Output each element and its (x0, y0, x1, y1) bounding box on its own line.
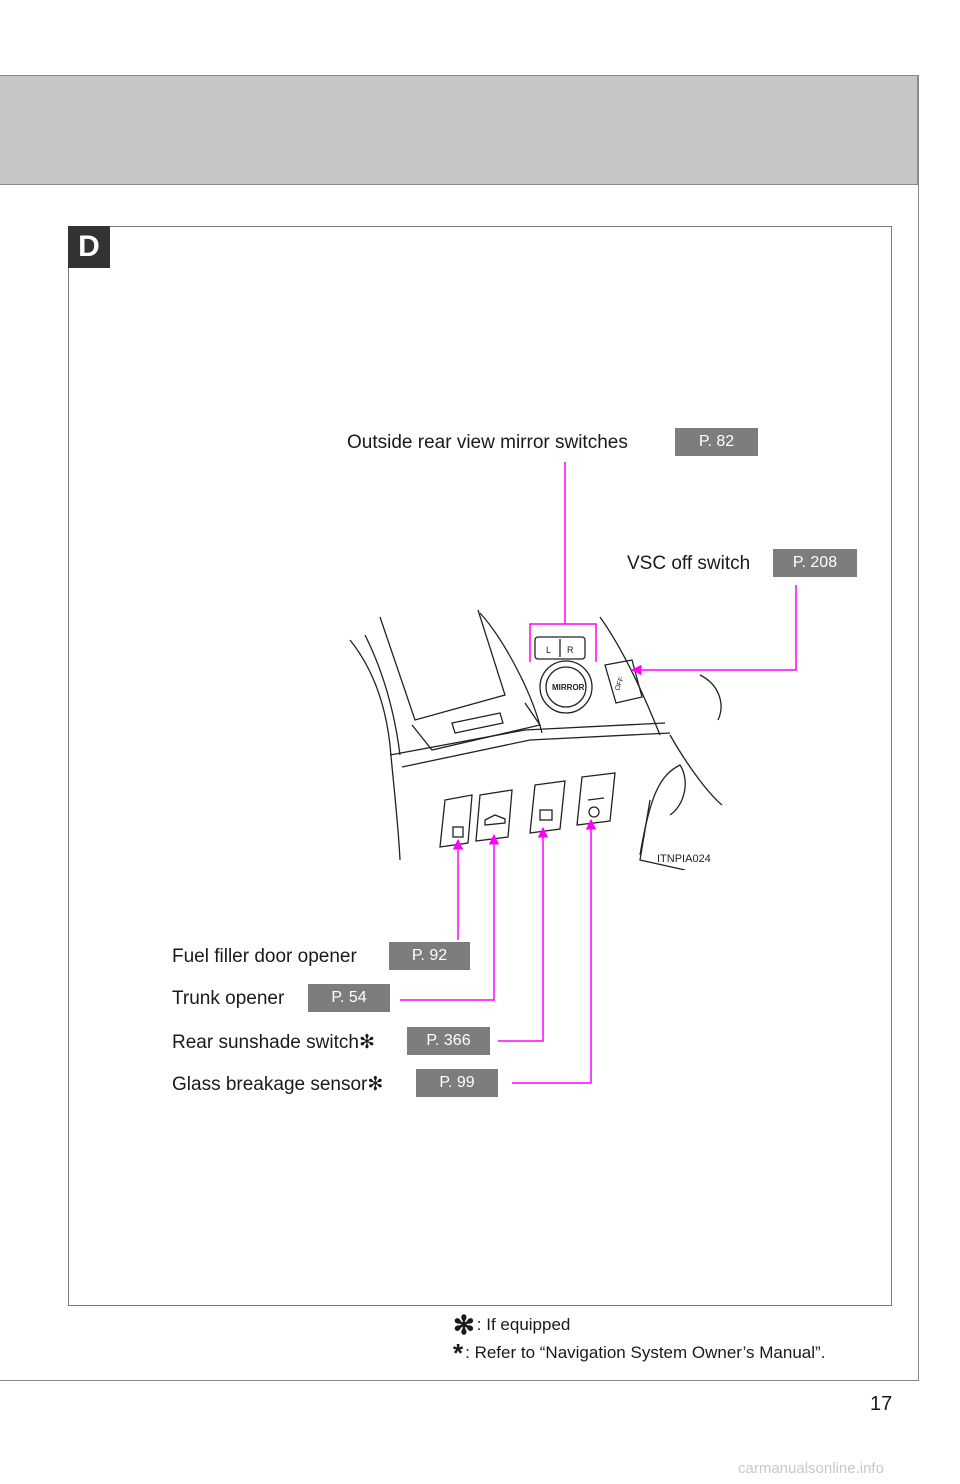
glass-leader-line (512, 818, 597, 1084)
section-box (68, 226, 892, 1306)
mirror-left-marking: L (546, 645, 551, 655)
mirror-knob-marking: MIRROR (552, 683, 585, 692)
vsc-button-marking: OFF (614, 676, 625, 692)
trunk-leader-line (400, 833, 500, 1001)
vsc-off-switch-page-ref[interactable]: P. 208 (773, 549, 857, 577)
rear-sunshade-label: Rear sunshade switch✻ (172, 1032, 375, 1053)
if-equipped-mark: ✻ (367, 1074, 384, 1095)
page-number: 17 (870, 1393, 893, 1415)
mirror-leader-bracket (529, 623, 597, 662)
trunk-opener-page-ref[interactable]: P. 54 (308, 984, 390, 1012)
mirror-switches-page-ref[interactable]: P. 82 (675, 428, 758, 456)
page-frame-bottom (0, 1380, 919, 1381)
footnote-mark: ✻ (453, 1310, 475, 1340)
rear-sunshade-page-ref[interactable]: P. 366 (407, 1027, 490, 1055)
mirror-right-marking: R (567, 645, 574, 655)
console-illustration: L R MIRROR OFF (349, 609, 723, 870)
mirror-switches-label: Outside rear view mirror switches (347, 432, 628, 453)
if-equipped-mark: ✻ (358, 1032, 375, 1053)
watermark[interactable]: carmanualsonline.info (738, 1460, 884, 1477)
vsc-off-switch-label: VSC off switch (627, 553, 751, 574)
trunk-opener-label: Trunk opener (172, 988, 285, 1009)
fuel-filler-label: Fuel filler door opener (172, 946, 357, 967)
footnote-mark: * (453, 1338, 464, 1368)
glass-breakage-label: Glass breakage sensor✻ (172, 1074, 384, 1095)
sunshade-leader-line (498, 826, 549, 1042)
figure-id: ITNPIA024 (657, 853, 711, 865)
footnote-if-equipped: ✻: If equipped (453, 1310, 571, 1340)
vsc-leader-line (630, 585, 797, 676)
glass-breakage-page-ref[interactable]: P. 99 (416, 1069, 498, 1097)
page-frame-right (918, 75, 919, 1381)
fuel-filler-page-ref[interactable]: P. 92 (389, 942, 470, 970)
footnote-navigation-manual: *: Refer to “Navigation System Owner’s M… (453, 1338, 826, 1368)
header-band (0, 75, 918, 185)
section-tab: D (68, 226, 110, 268)
